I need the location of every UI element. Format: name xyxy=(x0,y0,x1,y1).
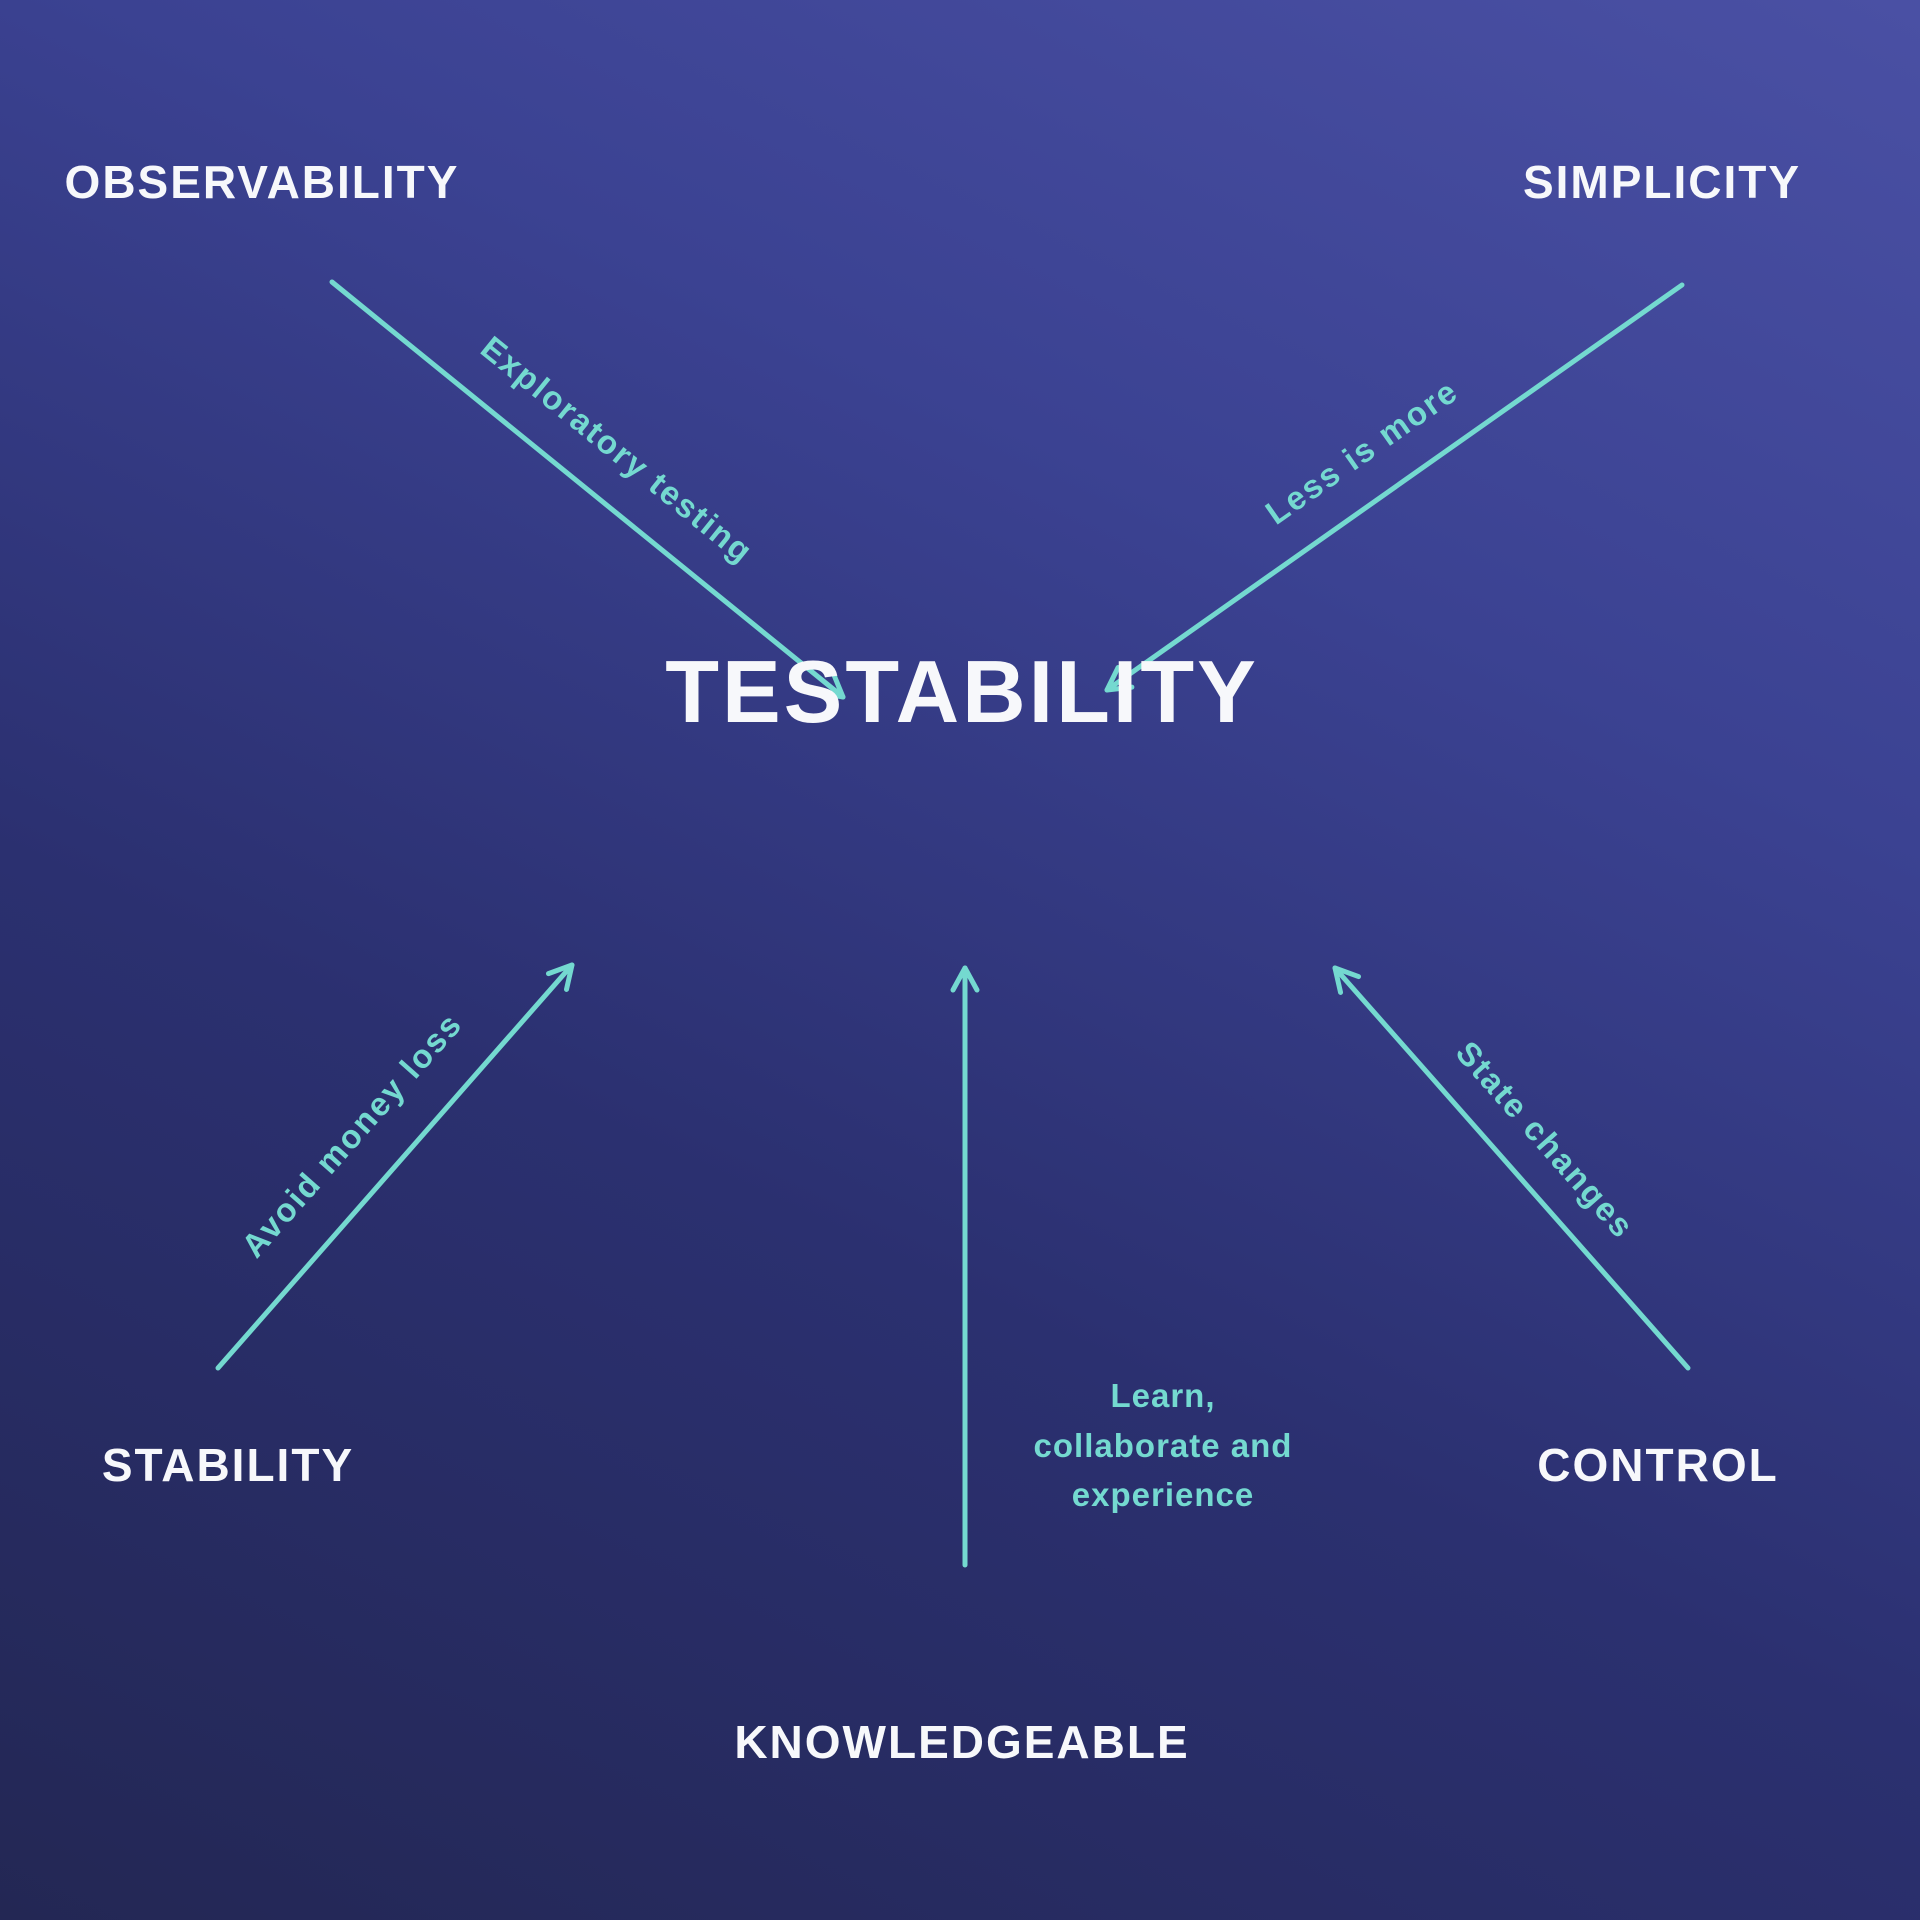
arrow-stability-to-testability xyxy=(215,962,575,1371)
arrow-observability-to-testability xyxy=(329,279,846,700)
node-testability: TESTABILITY xyxy=(665,642,1259,741)
node-simplicity: SIMPLICITY xyxy=(1522,156,1802,208)
node-control: CONTROL xyxy=(1537,1439,1779,1491)
edge-label-line: experience xyxy=(1071,1475,1255,1513)
edge-label-line: collaborate and xyxy=(1033,1426,1293,1464)
arrow-control-to-testability xyxy=(1332,965,1691,1371)
node-observability: OBSERVABILITY xyxy=(64,156,460,208)
node-knowledgeable: KNOWLEDGEABLE xyxy=(734,1716,1190,1768)
arrow-simplicity-to-testability xyxy=(1104,282,1685,693)
node-stability: STABILITY xyxy=(101,1439,355,1491)
edge-label-learn-collaborate-experience: Learn, collaborate and experience xyxy=(953,1371,1373,1520)
edge-label-line: Learn, xyxy=(1110,1376,1216,1414)
